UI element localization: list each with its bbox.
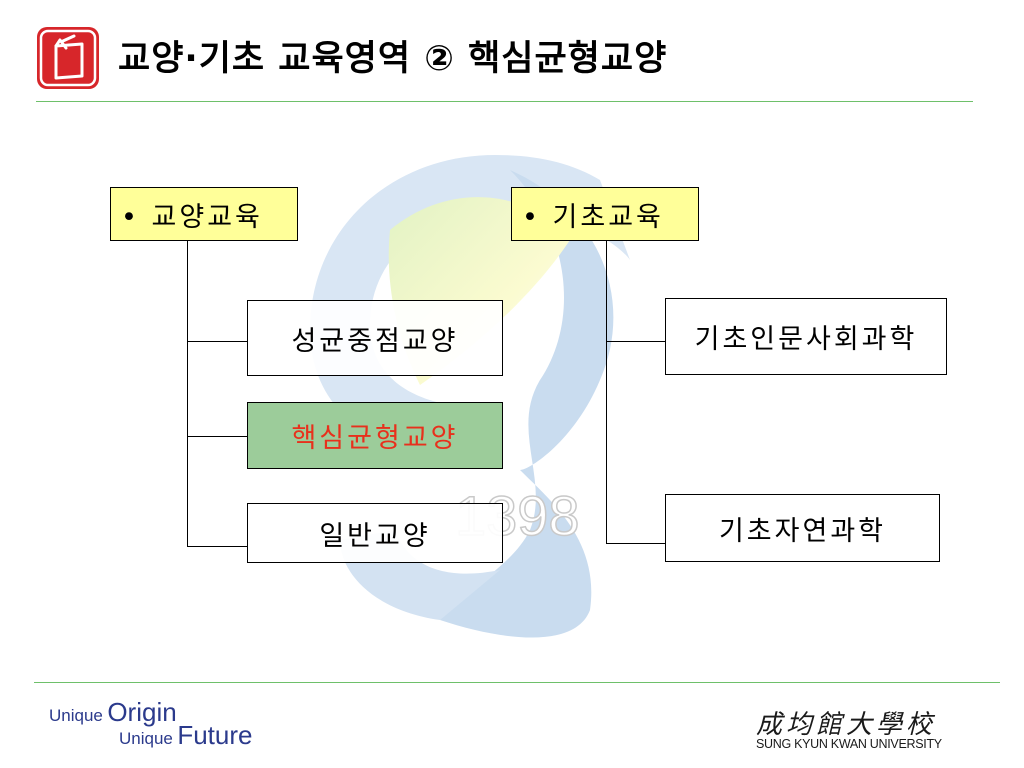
node-label-highlighted: 핵심균형교양 bbox=[291, 423, 459, 454]
node-box: 성균중점교양 bbox=[247, 300, 503, 376]
university-name-hanja: 成均館大學校 bbox=[756, 710, 937, 740]
group-box-basic-education: • 기초교육 bbox=[511, 187, 699, 241]
group-label: • 기초교육 bbox=[522, 201, 664, 233]
slogan-word: Unique bbox=[49, 706, 103, 725]
page-title: 교양·기초 교육영역 ② 핵심균형교양 bbox=[118, 39, 668, 79]
connector-line bbox=[187, 436, 247, 437]
group-label: • 교양교육 bbox=[121, 201, 263, 233]
node-label: 일반교양 bbox=[319, 520, 431, 552]
node-label: 기초자연과학 bbox=[718, 515, 887, 547]
connector-line bbox=[606, 543, 665, 544]
node-box: 기초자연과학 bbox=[665, 494, 940, 562]
node-box: 기초인문사회과학 bbox=[665, 298, 947, 375]
connector-line bbox=[187, 546, 247, 547]
connector-line bbox=[606, 241, 607, 544]
slogan-word: Future bbox=[177, 720, 253, 750]
node-label: 기초인문사회과학 bbox=[694, 324, 918, 355]
slogan-line-1: Unique Origin bbox=[49, 697, 177, 728]
university-name-english: SUNG KYUN KWAN UNIVERSITY bbox=[756, 737, 942, 751]
connector-line bbox=[187, 341, 247, 342]
node-box: 일반교양 bbox=[247, 503, 503, 563]
footer-divider bbox=[34, 682, 1000, 683]
connector-line bbox=[606, 341, 665, 342]
slogan-word: Unique bbox=[119, 729, 173, 748]
node-label: 성균중점교양 bbox=[291, 325, 459, 357]
book-icon bbox=[36, 26, 100, 90]
group-box-general-education: • 교양교육 bbox=[110, 187, 298, 241]
node-box-highlighted: 핵심균형교양 bbox=[247, 402, 503, 469]
slogan-word: Origin bbox=[107, 697, 177, 727]
header-divider bbox=[36, 101, 973, 102]
slogan-line-2: Unique Future bbox=[119, 720, 252, 751]
connector-line bbox=[187, 241, 188, 547]
